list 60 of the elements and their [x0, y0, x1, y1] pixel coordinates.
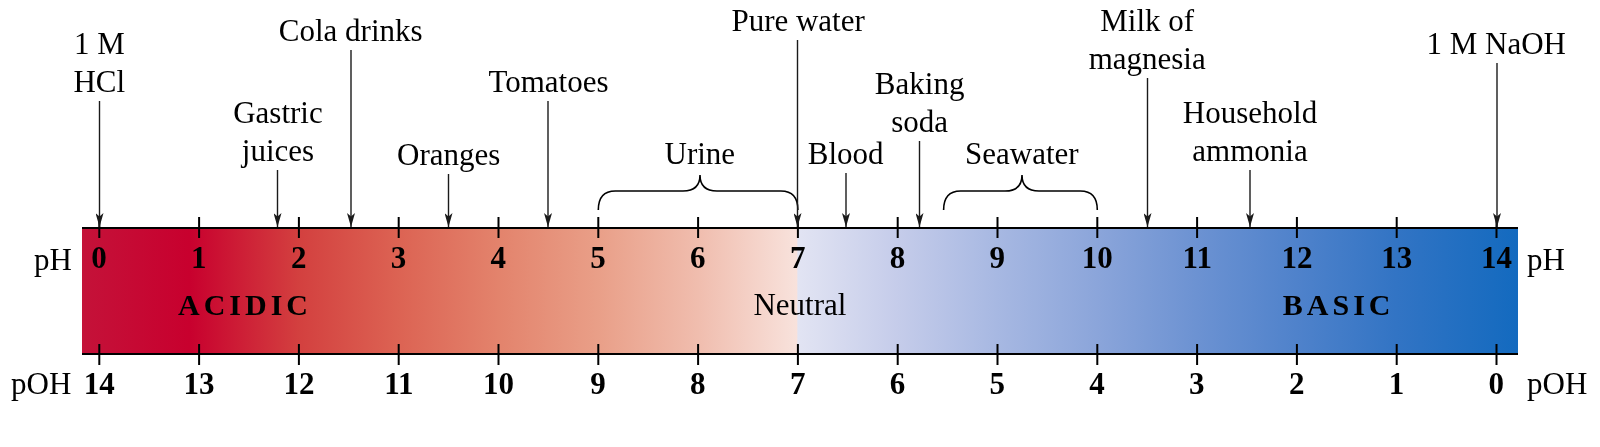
poh-value: 4 [1089, 365, 1105, 403]
poh-value: 1 [1388, 365, 1405, 403]
ph-value: 8 [889, 239, 906, 277]
ph-value: 14 [1481, 239, 1512, 277]
poh-value: 8 [690, 365, 706, 403]
region-label: Neutral [753, 286, 847, 324]
arrow [1493, 62, 1501, 228]
substance-label: Pure water [731, 2, 865, 40]
substance-label: Urine [664, 135, 736, 173]
scale-label: pH [1527, 241, 1565, 279]
ph-value: 7 [789, 239, 806, 277]
poh-value: 9 [590, 365, 606, 403]
poh-value: 0 [1488, 365, 1504, 403]
ph-value: 1 [191, 239, 207, 277]
ph-value: 5 [590, 239, 606, 277]
poh-value: 5 [989, 365, 1005, 403]
poh-value: 7 [789, 365, 806, 403]
poh-value: 13 [183, 365, 215, 403]
ph-value: 12 [1281, 239, 1313, 277]
poh-value: 11 [384, 365, 414, 403]
region-label: ACIDIC [178, 287, 312, 323]
ph-value: 3 [390, 239, 407, 277]
arrow [1143, 77, 1152, 228]
ph-value: 13 [1381, 239, 1413, 277]
arrow [544, 100, 552, 228]
ph-value: 6 [690, 239, 706, 277]
ph-value: 10 [1081, 239, 1113, 277]
poh-value: 14 [83, 365, 115, 403]
poh-value: 3 [1189, 365, 1205, 403]
arrow [273, 169, 282, 228]
ph-value: 11 [1182, 239, 1212, 277]
arrow [793, 39, 802, 228]
substance-label: Household ammonia [1182, 94, 1318, 170]
arrow [347, 49, 355, 228]
substance-label: Seawater [965, 135, 1079, 173]
region-label: BASIC [1282, 287, 1395, 323]
substance-label: Tomatoes [488, 63, 609, 101]
poh-value: 12 [283, 365, 315, 403]
scale-label: pOH [1527, 365, 1588, 403]
poh-value: 10 [483, 365, 514, 403]
substance-label: Cola drinks [278, 12, 423, 50]
substance-label: 1 M NaOH [1426, 25, 1566, 63]
ph-value: 0 [91, 239, 107, 277]
ph-value: 9 [989, 239, 1005, 277]
arrow [915, 140, 924, 228]
arrow [95, 100, 104, 228]
scale-label: pH [34, 241, 72, 279]
poh-value: 6 [889, 365, 906, 403]
substance-label: Oranges [397, 136, 501, 174]
ph-value: 2 [290, 239, 307, 277]
arrow [444, 173, 453, 228]
ph-value: 4 [490, 239, 506, 277]
poh-value: 2 [1288, 365, 1305, 403]
substance-label: Milk of magnesia [1087, 2, 1207, 78]
arrow [1246, 169, 1254, 228]
substance-label: Gastric juices [232, 94, 324, 170]
ph-scale-bar [82, 227, 1518, 355]
scale-label: pOH [11, 365, 72, 403]
substance-label: 1 M HCl [72, 25, 126, 101]
arrow [842, 172, 850, 228]
